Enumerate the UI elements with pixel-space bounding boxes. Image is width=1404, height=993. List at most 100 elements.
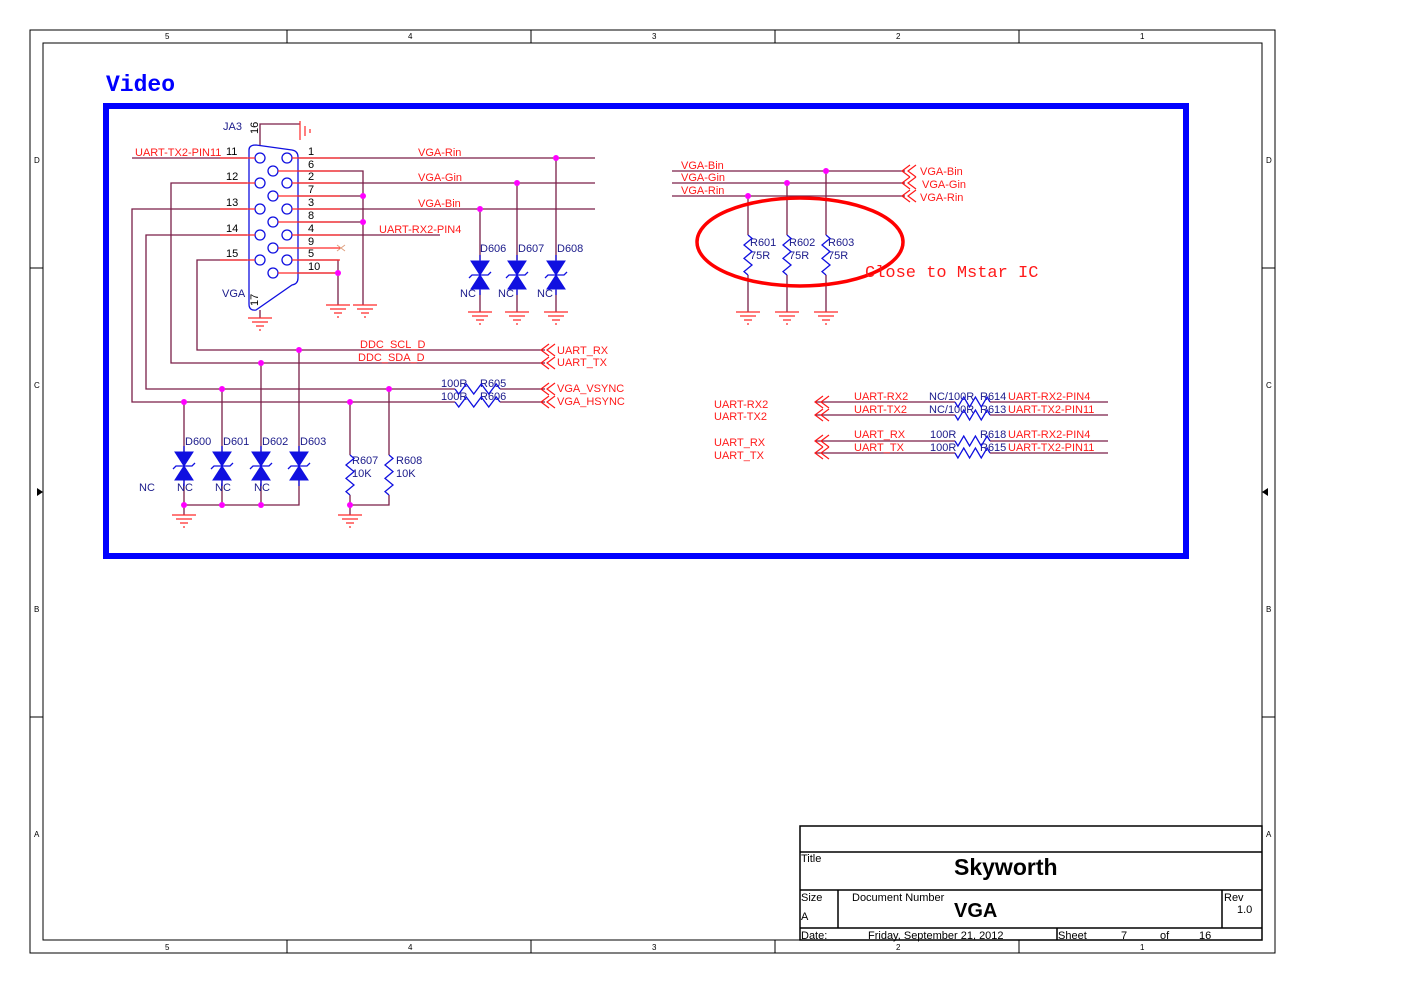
no-connect-marker: [336, 244, 346, 252]
net-label: UART-RX2-PIN4: [1008, 429, 1090, 441]
zone-col-label: 2: [896, 32, 901, 41]
resistor-icon: [954, 408, 991, 422]
diode-bar: [544, 271, 568, 279]
pin-number: 4: [308, 223, 314, 235]
offpage-connector-icon: [540, 395, 556, 409]
net-label: UART-TX2: [854, 404, 907, 416]
zone-row-label: C: [34, 381, 40, 390]
junction-dot: [784, 180, 790, 186]
resistor-ref: R615: [980, 442, 1006, 454]
offpage-label: UART_TX: [557, 357, 608, 369]
resistor-icon: [344, 454, 356, 496]
title-block: Title Skyworth Size A Document Number VG…: [799, 825, 1263, 942]
junction-dot: [347, 502, 353, 508]
pin-number: 3: [308, 197, 314, 209]
component-symbols: [172, 121, 991, 528]
offpage-connector-icon: [540, 382, 556, 396]
offpage-connector-icon: [540, 356, 556, 370]
offpage-label: VGA-Rin: [920, 192, 963, 204]
resistor-icon: [954, 446, 991, 460]
section-box: [103, 103, 1189, 559]
junction-dot: [360, 193, 366, 199]
offpage-connector-icon: [814, 434, 830, 448]
connector-pin-circle: [281, 203, 293, 215]
connector-pin-circle: [281, 229, 293, 241]
resistor-ref: R606: [480, 391, 506, 403]
zone-col-label: 1: [1140, 32, 1145, 41]
date-value: Friday, September 21, 2012: [868, 930, 1004, 942]
docnum-label: Document Number: [852, 892, 945, 904]
pin-number: 12: [226, 171, 238, 183]
junction-dot: [823, 168, 829, 174]
resistor-value: 100R: [441, 391, 467, 403]
resistor-ref: R608: [396, 455, 422, 467]
offpage-connector-icon: [814, 446, 830, 460]
junction-dot: [553, 155, 559, 161]
ground-icon: [353, 304, 377, 318]
ground-icon: [775, 311, 799, 325]
diode-ref: D600: [185, 436, 211, 448]
chassis-ground-icon: [299, 121, 311, 140]
junction-dot: [258, 360, 264, 366]
zone-row-label: A: [34, 830, 40, 839]
section-title: Video: [106, 72, 175, 98]
connector-pin-circle: [254, 229, 266, 241]
diode-value: NC: [254, 482, 270, 494]
connector-pin-circle: [267, 242, 279, 254]
title-label: Title: [801, 853, 821, 865]
resistor-icon: [454, 395, 501, 409]
connector-pin-circle: [281, 254, 293, 266]
resistor-ref: R614: [980, 391, 1006, 403]
diode-ref: D606: [480, 243, 506, 255]
pin-number: 9: [308, 236, 314, 248]
resistor-value: 100R: [930, 442, 956, 454]
pin-number: 13: [226, 197, 238, 209]
offpage-label: VGA_HSYNC: [557, 396, 625, 408]
net-label: UART-RX2-PIN4: [379, 224, 461, 236]
junction-dot: [219, 386, 225, 392]
offpage-connector-icon: [901, 164, 917, 178]
junction-dot: [219, 502, 225, 508]
title-value: Skyworth: [954, 854, 1058, 880]
zone-col-label: 1: [1140, 943, 1145, 952]
zone-col-label: 4: [408, 32, 413, 41]
offpage-label: UART-RX2: [714, 399, 768, 411]
sheet-frame: 5 4 3 2 1 5 4 3 2 1 D C B A D C B A: [29, 29, 1276, 954]
zone-row-label: D: [1266, 156, 1272, 165]
diode-value: NC: [177, 482, 193, 494]
pin-number: 11: [226, 146, 237, 158]
diode-ref: D607: [518, 243, 544, 255]
zone-col-label: 3: [652, 943, 657, 952]
offpage-connector-icon: [540, 343, 556, 357]
resistor-icon: [383, 454, 395, 496]
junction-dot: [181, 399, 187, 405]
design-note: Close to Mstar IC: [865, 264, 1038, 283]
vga-connector-ja3: JA3 VGA UART-TX2-PIN11: [135, 121, 340, 311]
date-label: Date:: [801, 930, 827, 942]
net-label: VGA-Rin: [681, 185, 724, 197]
net-label: UART_TX: [854, 442, 905, 454]
wires: [131, 123, 1108, 515]
junction-dot: [335, 270, 341, 276]
junction-dot: [258, 502, 264, 508]
ground-icon: [248, 317, 272, 331]
connector-pin-circle: [254, 203, 266, 215]
offpage-connector-icon: [901, 189, 917, 203]
pin-number: 2: [308, 171, 314, 183]
net-label: VGA-Rin: [418, 147, 461, 159]
connector-ref: JA3: [223, 121, 242, 133]
junction-dot: [386, 386, 392, 392]
diode-bar: [210, 462, 234, 470]
junction-dot: [477, 206, 483, 212]
nc-label: NC: [139, 482, 155, 494]
ground-icon: [172, 514, 196, 528]
offpage-connector-icon: [901, 176, 917, 190]
resistor-ref: R618: [980, 429, 1006, 441]
resistor-icon: [454, 382, 501, 396]
net-label: UART-TX2-PIN11: [135, 147, 221, 159]
resistor-value: 100R: [441, 378, 467, 390]
resistor-ref: R602: [789, 237, 815, 249]
resistor-value: 75R: [828, 250, 848, 262]
zone-row-label: A: [1266, 830, 1272, 839]
resistor-value: 75R: [750, 250, 770, 262]
